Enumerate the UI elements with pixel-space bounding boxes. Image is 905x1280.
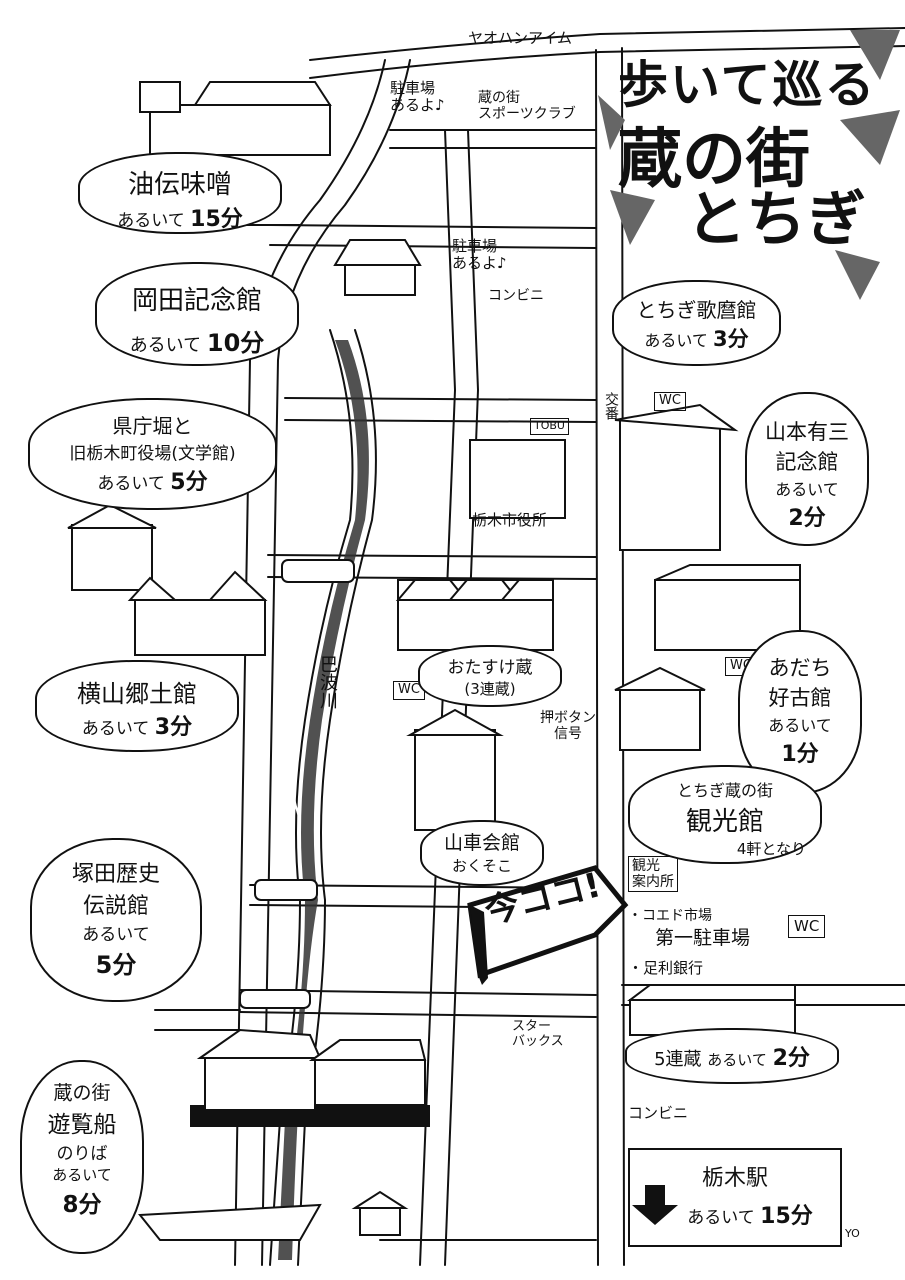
river-label: 巴波川 xyxy=(317,655,338,709)
bubble-kencho: 県庁堀と 旧栃木町役場(文学館) あるいて 5分 xyxy=(28,398,277,510)
wc-label-1: WC xyxy=(654,392,686,411)
bubble-gorengura: 5連蔵 あるいて 2分 xyxy=(625,1028,839,1084)
parking-label-2: 駐車場あるよ♪ xyxy=(452,237,507,273)
bubble-yuransen: 蔵の街 遊覧船 のりば あるいて 8分 xyxy=(20,1060,144,1254)
station-box: 栃木駅 あるいて 15分 xyxy=(628,1148,842,1247)
bubble-tsukada: 塚田歴史 伝説館 あるいて 5分 xyxy=(30,838,202,1002)
bubble-aburaden: 油伝味噌 あるいて 15分 xyxy=(78,152,282,234)
parking-main-label: 第一駐車場 xyxy=(655,927,751,949)
starbucks-label: スターバックス xyxy=(512,1019,564,1049)
station-arrow xyxy=(632,1185,678,1225)
coedo-market-label: ・コエド市場 xyxy=(628,908,712,924)
bubble-yamamoto: 山本有三 記念館 あるいて 2分 xyxy=(745,392,869,546)
title-line2: 蔵の街 xyxy=(618,123,810,197)
bubble-yamakuruma: 山車会館 おくそこ xyxy=(420,820,544,886)
conveni-south-label: コンビニ xyxy=(628,1104,689,1122)
conveni-north-label: コンビニ xyxy=(488,288,544,304)
bridges xyxy=(239,559,355,1009)
tobu-sign: TOBU xyxy=(530,418,569,435)
river-highlight xyxy=(288,599,311,821)
signature: YO xyxy=(845,1227,860,1240)
sports-club-label: 蔵の街スポーツクラブ xyxy=(478,90,576,123)
push-button-signal-label: 押ボタン信号 xyxy=(540,710,596,743)
title-line3: とちぎ xyxy=(686,185,866,255)
bubble-otasuke: おたすけ蔵 (3連蔵) xyxy=(418,645,562,707)
bubble-okada: 岡田記念館 あるいて 10分 xyxy=(95,262,299,366)
you-are-here-sign xyxy=(467,865,629,985)
parking-label-1: 駐車場あるよ♪ xyxy=(390,79,445,115)
tourist-info-label: 観光案内所 xyxy=(628,856,678,893)
road-network xyxy=(154,27,905,1266)
bubble-yokoyama: 横山郷土館 あるいて 3分 xyxy=(35,660,239,752)
city-hall-label: 栃木市役所 xyxy=(472,511,548,529)
police-box-label: 交番 xyxy=(603,392,619,420)
bubble-kankokan: とちぎ蔵の街 観光館 4軒となり xyxy=(628,765,822,864)
road-label-top: ヤオハンアイム xyxy=(468,29,572,47)
bubble-utamaro: とちぎ歌麿館 あるいて 3分 xyxy=(612,280,781,366)
buildings xyxy=(67,81,801,1241)
wc-label-4: WC xyxy=(788,915,826,939)
ashikaga-bank-label: ・足利銀行 xyxy=(628,959,704,977)
title-decoration xyxy=(598,30,900,300)
title-line1: 歩いて巡る xyxy=(618,56,877,114)
